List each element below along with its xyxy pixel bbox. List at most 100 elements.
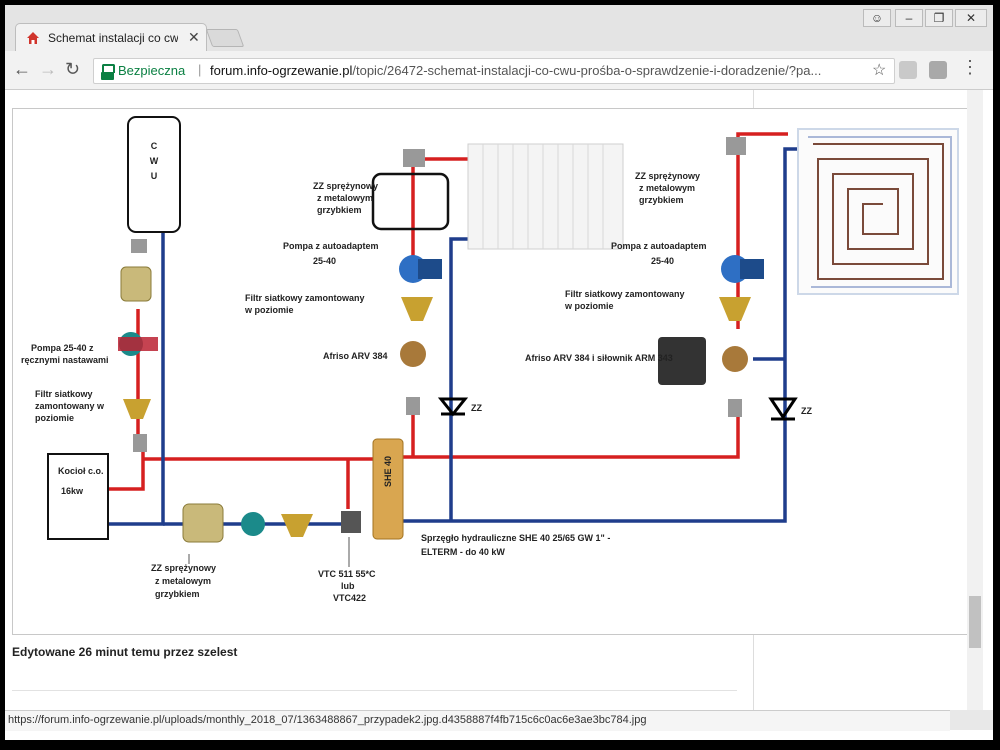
address-separator: | [198,62,202,77]
left-filter-icon [123,399,151,419]
pompa-right-line2: 25-40 [651,256,674,266]
boiler-icon [47,453,109,540]
restore-button[interactable]: ❐ [925,9,953,27]
filtr-right-line2: w poziomie [564,301,614,311]
filtr-mid-line2: w poziomie [244,305,294,315]
vtc-line1: VTC 511 55*C [318,569,376,579]
status-bar: https://forum.info-ogrzewanie.pl/uploads… [5,710,950,731]
user-icon[interactable]: ☺ [863,9,891,27]
zz-left-line1: ZZ sprężynowy [151,563,216,573]
boiler-label-line1: Kocioł c.o. [58,466,104,476]
bottom-pump-icon [241,512,265,536]
floor-heating-loop-icon [797,128,959,295]
mid-mixing-valve-icon [400,341,426,367]
right-supply-pipe [403,409,740,459]
browser-toolbar: ← → ↻ Bezpieczna | forum.info-ogrzewanie… [5,51,993,90]
zz-mid-label: ZZ [471,403,482,413]
actuator-icon [658,337,706,385]
zz-symbol-right-icon [768,397,798,421]
zz-symbol-mid-icon [437,397,469,417]
menu-kebab-icon[interactable]: ⋮ [961,57,979,77]
close-window-button[interactable]: ✕ [955,9,987,27]
radiator-icon [467,143,624,250]
radiator-return-pipe [449,237,473,521]
pdf-extension-icon[interactable] [899,61,917,79]
mid-filter-icon [401,297,433,321]
pompa-left-line2: ręcznymi nastawami [21,355,109,365]
page-content: C W U Kocioł c.o. 16kw [5,90,993,710]
sprzeglo-line1: Sprzęgło hydrauliczne SHE 40 25/65 GW 1"… [421,533,610,543]
pompa-mid-line1: Pompa z autoadaptem [283,241,379,251]
right-top-valve-icon [726,137,746,155]
bottom-spring-valve-icon [182,503,224,543]
filtr-mid-line1: Filtr siatkowy zamontowany [245,293,365,303]
zz-right-line3: grzybkiem [639,195,684,205]
mid-top-valve-icon [403,149,425,167]
url-host: forum.info-ogrzewanie.pl [210,63,353,78]
right-lower-valve-icon [728,399,742,417]
address-bar[interactable]: Bezpieczna | forum.info-ogrzewanie.pl/to… [93,58,895,84]
browser-window: Schemat instalacji co cwu ✕ ☺ – ❐ ✕ ← → … [5,5,993,740]
scrollbar-thumb[interactable] [969,596,981,648]
zz-mid-line1: ZZ sprężynowy [313,181,378,191]
status-url: https://forum.info-ogrzewanie.pl/uploads… [8,714,647,726]
right-return-pipe [403,147,798,523]
post-image[interactable]: C W U Kocioł c.o. 16kw [12,108,969,635]
zz-left-line2: z metalowym [155,576,211,586]
pompa-right-line1: Pompa z autoadaptem [611,241,707,251]
back-arrow-icon[interactable]: ← [13,59,31,79]
lock-icon [101,64,115,80]
search-extension-icon[interactable] [929,61,947,79]
pompa-left-line1: Pompa 25-40 z [31,343,94,353]
cwu-tank-icon [127,116,181,233]
house-favicon-icon [27,32,39,44]
new-tab-button[interactable] [205,29,245,47]
mid-zz-highlight-box [371,172,450,231]
zz-mid-line2: z metalowym [317,193,373,203]
mid-pump-head-icon [418,259,442,279]
secure-label: Bezpieczna [118,63,186,78]
left-check-valve-icon [131,239,147,253]
vertical-scrollbar[interactable] [967,90,983,710]
afriso-right-label: Afriso ARV 384 i siłownik ARM 343 [525,353,673,363]
right-filter-icon [719,297,751,321]
title-bar: Schemat instalacji co cwu ✕ ☺ – ❐ ✕ [5,5,993,52]
edited-note: Edytowane 26 minut temu przez szelest [12,645,238,659]
filtr-left-line1: Filtr siatkowy [35,389,93,399]
left-spring-valve-icon [120,266,152,302]
cwu-letter-u: U [151,171,158,181]
reload-icon[interactable]: ↻ [65,59,81,79]
vtc-line3: VTC422 [333,593,366,603]
bookmark-star-icon[interactable]: ☆ [872,62,887,79]
filtr-left-line3: poziomie [35,413,74,423]
filtr-right-line1: Filtr siatkowy zamontowany [565,289,685,299]
forward-arrow-icon[interactable]: → [39,59,57,79]
tab-close-icon[interactable]: ✕ [188,29,200,45]
sprzeglo-line2: ELTERM - do 40 kW [421,547,505,557]
divider [12,690,737,691]
hydraulic-separator-icon [372,438,404,540]
horizontal-scrollbar[interactable] [950,710,993,730]
mid-lower-valve-icon [406,397,420,415]
left-lower-valve-icon [133,434,147,452]
zz-right-line2: z metalowym [639,183,695,193]
cwu-letter-w: W [150,156,159,166]
tab-title: Schemat instalacji co cwu [48,31,178,45]
zz-right-label: ZZ [801,406,812,416]
heating-schematic: C W U Kocioł c.o. 16kw [21,116,959,603]
zz-mid-line3: grzybkiem [317,205,362,215]
right-pump-head-icon [740,259,764,279]
left-pump-body-icon [118,337,158,351]
url-path: /topic/26472-schemat-instalacji-co-cwu-p… [352,63,822,78]
browser-tab[interactable]: Schemat instalacji co cwu ✕ [15,23,207,52]
vtc-line2: lub [341,581,355,591]
url-text: forum.info-ogrzewanie.pl/topic/26472-sch… [210,63,900,78]
right-mixing-valve-icon [722,346,748,372]
bottom-filter-icon [281,514,313,537]
afriso-mid-label: Afriso ARV 384 [323,351,388,361]
cwu-letter-c: C [151,141,158,151]
pompa-mid-line2: 25-40 [313,256,336,266]
zz-left-line3: grzybkiem [155,589,200,599]
zz-right-line1: ZZ sprężynowy [635,171,700,181]
minimize-button[interactable]: – [895,9,923,27]
